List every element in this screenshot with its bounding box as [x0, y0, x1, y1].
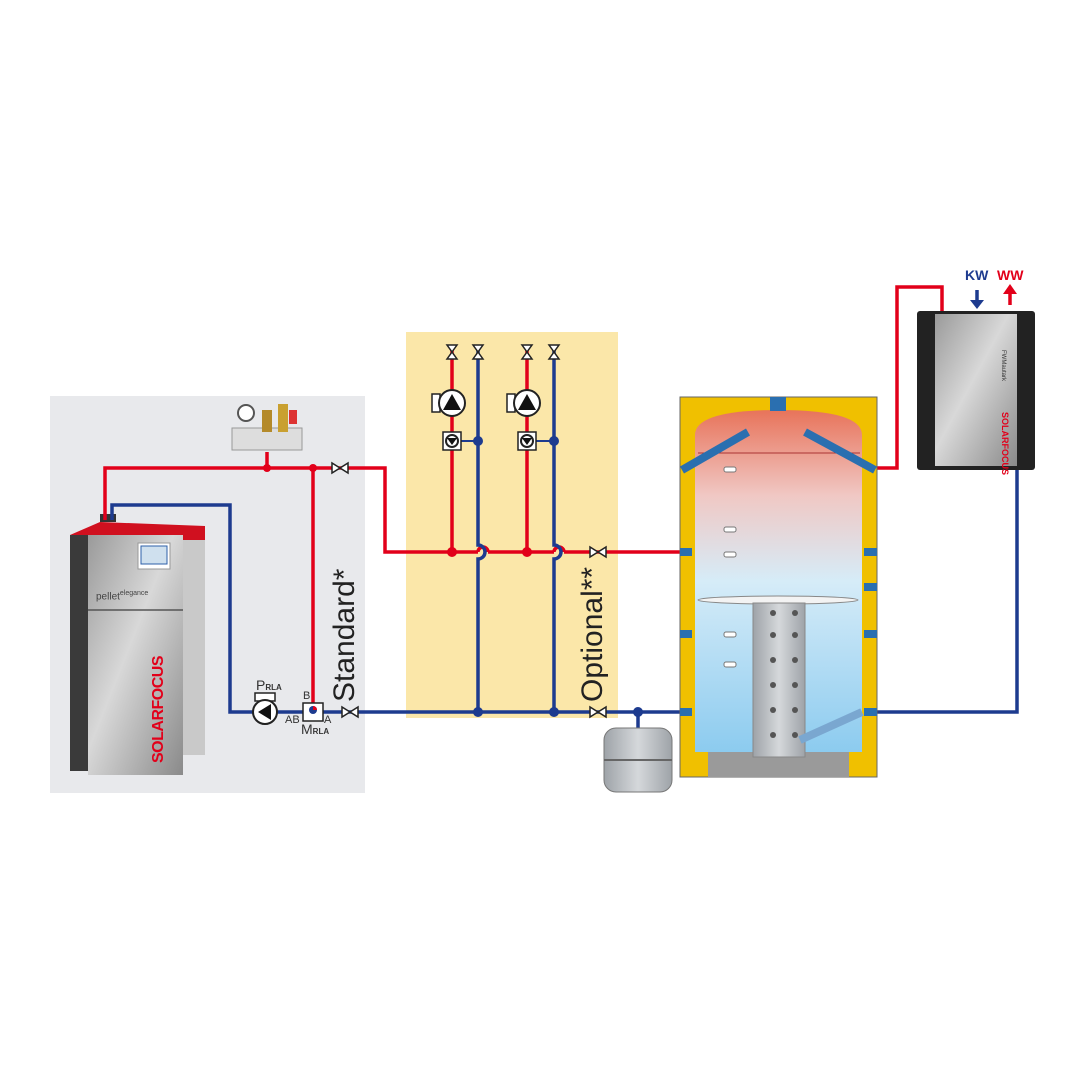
port-b-label: B: [303, 690, 311, 702]
safety-group: [231, 404, 303, 451]
port-ab-label: AB: [285, 714, 300, 726]
supply-pipes: [103, 285, 1012, 705]
boiler-brand-logo: SOLARFOCUS: [150, 656, 167, 763]
boiler-model-suffix: elegance: [119, 590, 149, 597]
mixing-valve-icon: [302, 702, 324, 722]
mixer-label-sub: RLA: [312, 727, 330, 736]
pump-return-label: PRLA: [256, 677, 282, 693]
warm-water-arrow-icon: [1003, 284, 1017, 294]
pump-label-sub: RLA: [265, 683, 282, 692]
mixer-label-main: M: [301, 721, 313, 737]
fresh-water-module: [917, 311, 1035, 470]
cold-water-arrow-icon: [970, 300, 984, 309]
fwm-model-label: FWMautark: [1000, 350, 1006, 382]
return-pipes: [110, 290, 1019, 730]
pellet-boiler: [70, 514, 205, 775]
warm-water-label: WW: [997, 267, 1024, 283]
standard-label: Standard*: [328, 568, 361, 702]
buffer-tank: [679, 396, 878, 778]
boiler-model-prefix: pellet: [96, 591, 120, 603]
mixer-return-label: MRLA: [301, 721, 329, 737]
shutoff-valves: [331, 344, 607, 719]
boiler-model-label: pelletelegance: [96, 590, 148, 602]
fwm-brand-logo: SOLARFOCUS: [1000, 412, 1010, 475]
optional-label: Optional**: [576, 566, 609, 702]
return-pump-icon: [252, 692, 278, 725]
heating-pump-1-icon: [431, 389, 466, 451]
heating-pump-2-icon: [506, 389, 541, 451]
cold-water-label: KW: [965, 267, 989, 283]
pump-label-main: P: [256, 677, 266, 693]
port-a-label: A: [324, 714, 332, 726]
expansion-vessel: [603, 727, 673, 793]
